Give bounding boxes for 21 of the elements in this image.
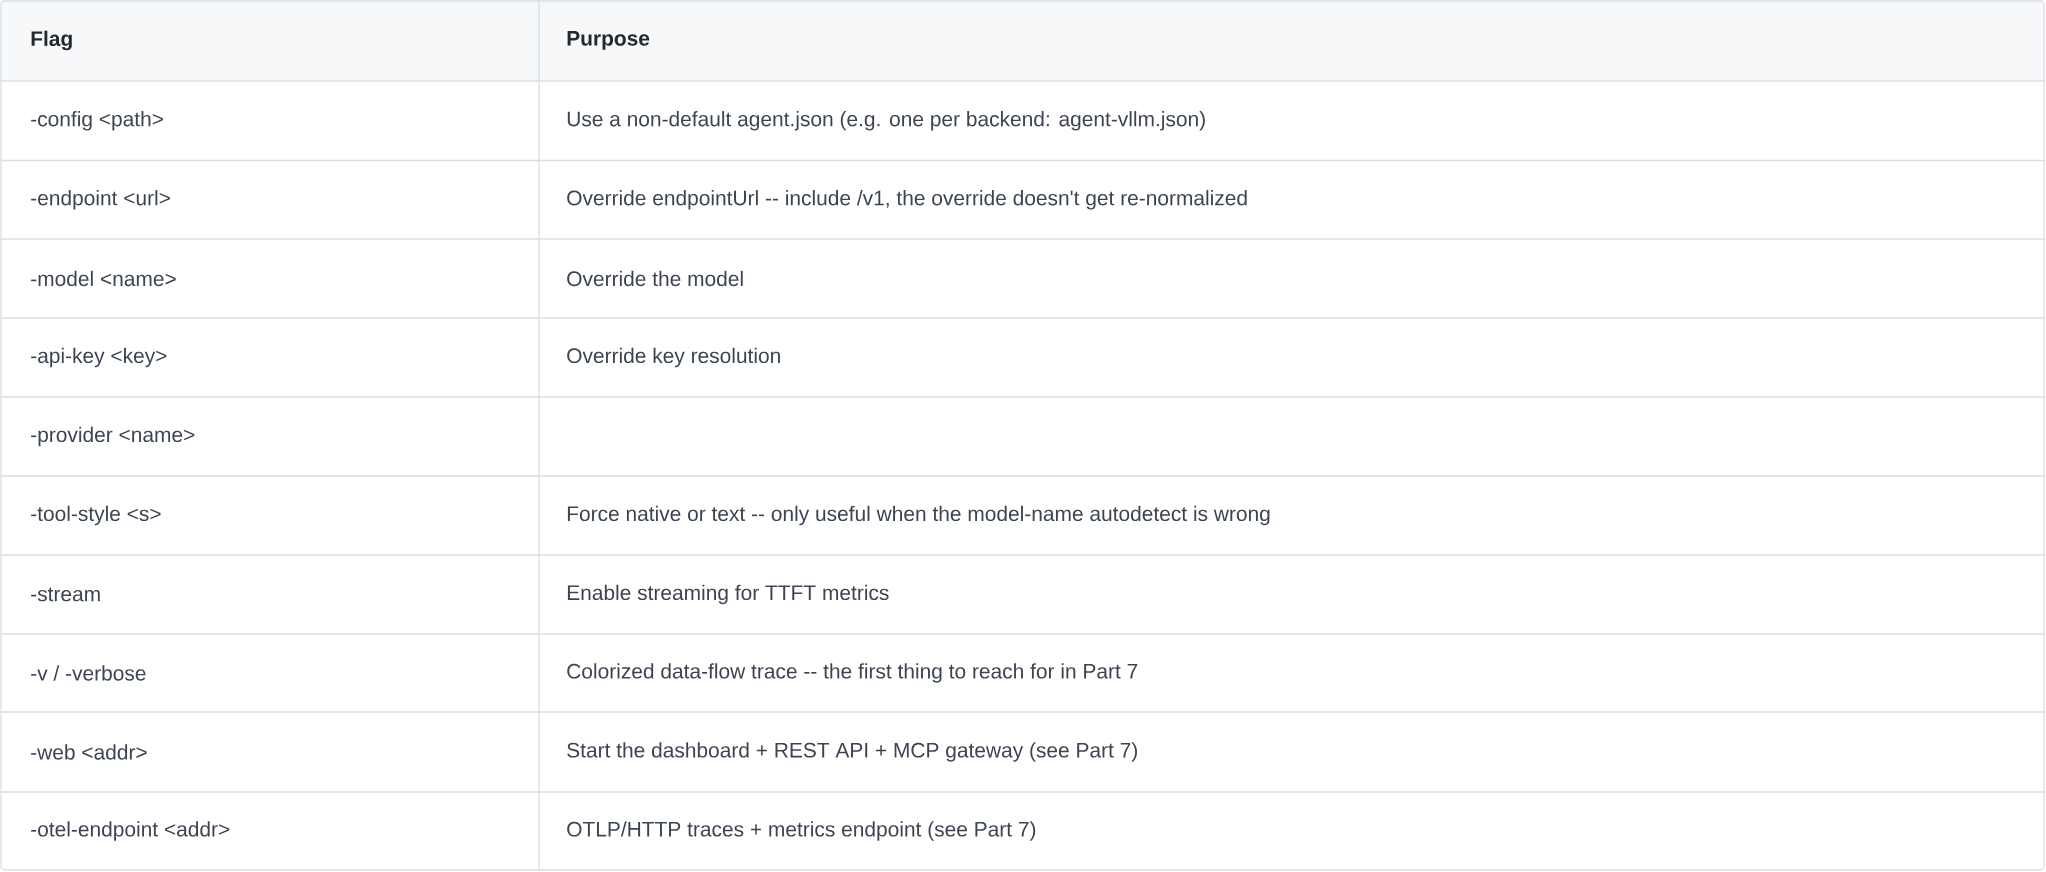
table-cell-text: -web <addr> <box>31 744 147 760</box>
table-cell-text: Use a non-default agent.json (e.g. one per backend: agent-vllm.json) <box>567 111 1205 131</box>
table-cell-text: -otel-endpoint <addr> <box>31 821 230 841</box>
table-cell-text: -api-key <key> <box>31 347 167 368</box>
column-header: Purpose <box>567 31 650 50</box>
table-cell-text: Override key resolution <box>567 347 780 368</box>
table-cell-text: -provider <name> <box>31 426 195 447</box>
table-cell-text: -stream <box>31 587 100 602</box>
column-header: Flag <box>31 30 72 51</box>
table-cell-text: Force native or text -- only useful when the model-name autodetect is wrong <box>567 505 1270 526</box>
table-cell-text: -config <path> <box>31 111 163 131</box>
table-cell-text: Colorized data-flow trace -- the first thing to reach for in Part 7 <box>567 663 1138 683</box>
table-cell-text: -model <name> <box>31 270 176 287</box>
table-cell-text: Override endpointUrl -- include /v1, the override doesn't get re-normalized <box>567 190 1247 210</box>
table-cell-text: -endpoint <url> <box>31 190 170 210</box>
table-cell-text: OTLP/HTTP traces + metrics endpoint (see Part 7) <box>567 821 1036 841</box>
table-cell-text: -v / -verbose <box>31 665 146 681</box>
table-cell-text: Override the model <box>567 270 743 287</box>
table-cell-text: Enable streaming for TTFT metrics <box>567 584 889 605</box>
table-cell-text: Start the dashboard + REST API + MCP gateway (see Part 7) <box>567 742 1137 762</box>
table-cell-text: -tool-style <s> <box>31 505 161 526</box>
